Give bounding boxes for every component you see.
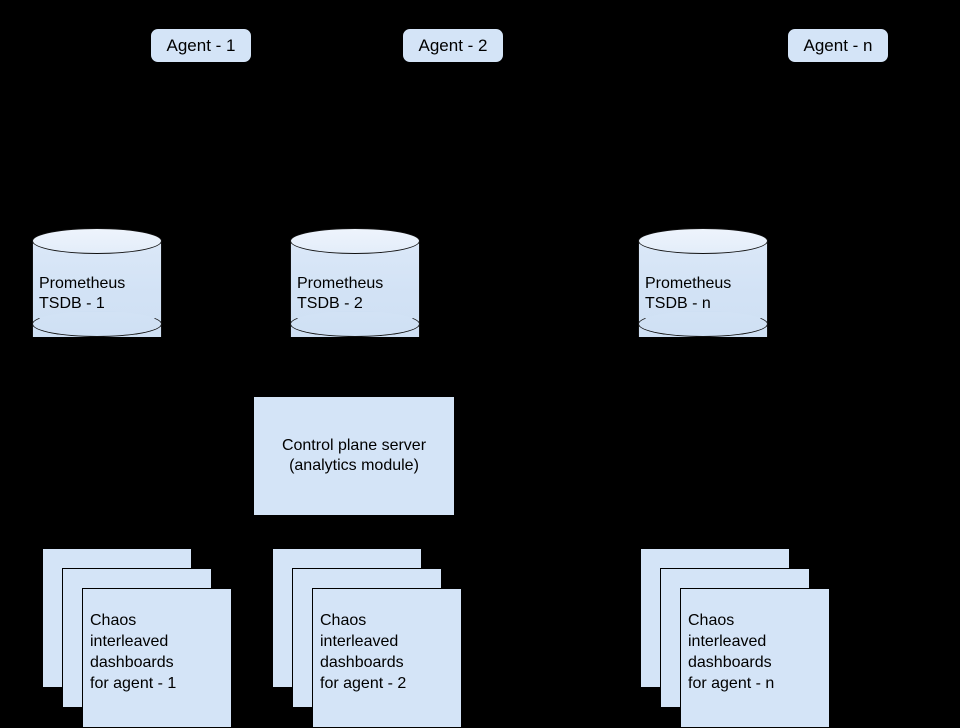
agent-node-n-label: Agent - n [803, 36, 873, 55]
dashboard-stack-agent-n[interactable]: Chaos interleaved dashboards for agent -… [640, 548, 830, 728]
datastore-node-tsdb-n[interactable]: Prometheus TSDB - n [638, 228, 768, 350]
dashboard-stack-agent-n-label: Chaos interleaved dashboards for agent -… [688, 612, 775, 692]
dashboard-sheet-front [680, 588, 830, 728]
dashboard-stack-agent-1-label: Chaos interleaved dashboards for agent -… [90, 612, 177, 692]
control-plane-server-node[interactable]: Control plane server (analytics module) [253, 396, 455, 516]
cylinder-bottom-icon [638, 311, 768, 337]
dashboard-stack-agent-1[interactable]: Chaos interleaved dashboards for agent -… [42, 548, 232, 728]
agent-node-2[interactable]: Agent - 2 [402, 28, 504, 63]
agent-node-1[interactable]: Agent - 1 [150, 28, 252, 63]
datastore-node-tsdb-n-label: Prometheus TSDB - n [645, 275, 732, 312]
agent-node-1-label: Agent - 1 [166, 36, 236, 55]
cylinder-top-icon [638, 228, 768, 254]
datastore-node-tsdb-1[interactable]: Prometheus TSDB - 1 [32, 228, 162, 350]
agent-node-n[interactable]: Agent - n [787, 28, 889, 63]
datastore-node-tsdb-2[interactable]: Prometheus TSDB - 2 [290, 228, 420, 350]
dashboard-stack-agent-2[interactable]: Chaos interleaved dashboards for agent -… [272, 548, 462, 728]
dashboard-stack-agent-2-label: Chaos interleaved dashboards for agent -… [320, 612, 407, 692]
dashboard-sheet-front [82, 588, 232, 728]
datastore-node-tsdb-2-label: Prometheus TSDB - 2 [297, 275, 384, 312]
dashboard-sheet-front [312, 588, 462, 728]
datastore-node-tsdb-1-label: Prometheus TSDB - 1 [39, 275, 126, 312]
cylinder-bottom-icon [32, 311, 162, 337]
cylinder-top-icon [290, 228, 420, 254]
control-plane-server-label: Control plane server (analytics module) [281, 437, 427, 474]
cylinder-top-icon [32, 228, 162, 254]
agent-node-2-label: Agent - 2 [418, 36, 488, 55]
cylinder-bottom-icon [290, 311, 420, 337]
